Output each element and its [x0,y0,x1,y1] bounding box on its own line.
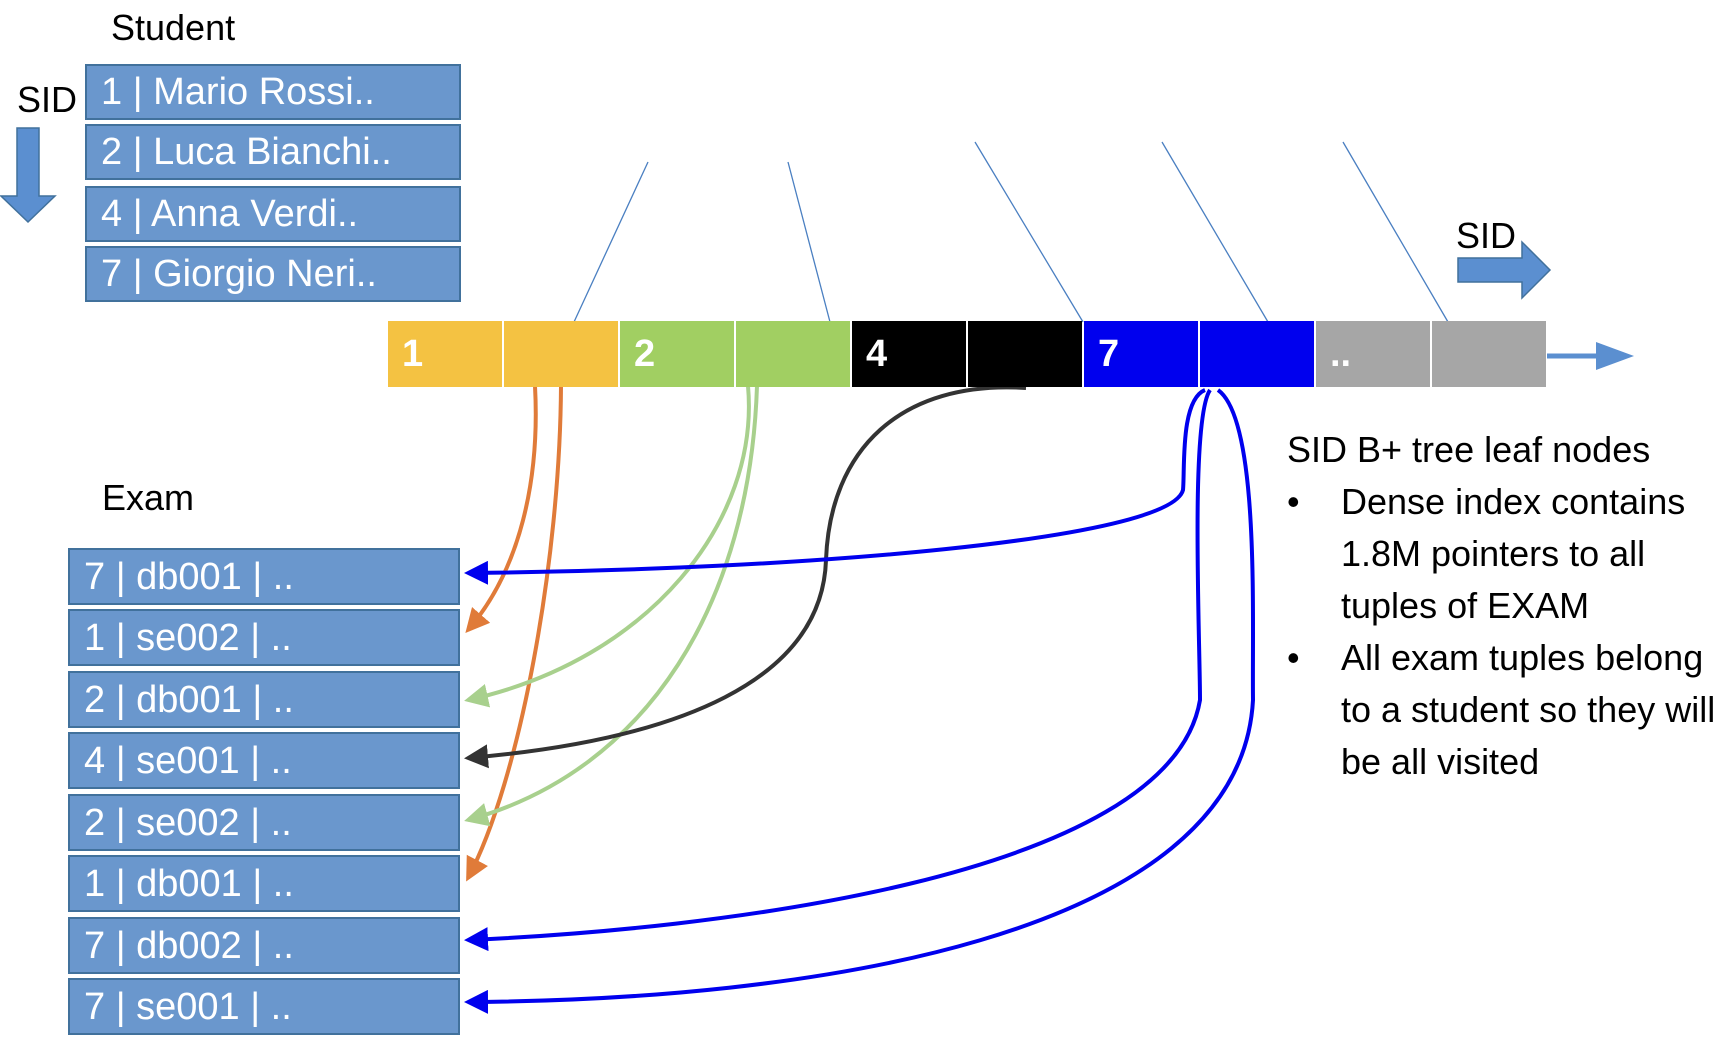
leaf-entry [968,321,1082,387]
student-row: 4 | Anna Verdi.. [85,186,461,242]
student-row: 7 | Giorgio Neri.. [85,246,461,302]
pointers-sid-4 [464,385,1027,769]
pointer-arrow [464,388,1256,1014]
notes-list: • Dense index contains 1.8M pointers to … [1287,476,1717,788]
notes-item-text: Dense index contains 1.8M pointers to al… [1341,481,1686,626]
student-row: 2 | Luca Bianchi.. [85,124,461,180]
exam-title: Exam [102,477,195,518]
exam-row: 7 | db002 | .. [68,917,460,974]
parent-link [1161,141,1269,323]
leaf-entry: 2 [620,321,734,387]
student-row: 1 | Mario Rossi.. [85,64,461,120]
leaf-entry: 4 [852,321,966,387]
right-arrow-icon [1457,240,1552,300]
next-leaf-arrow [1547,342,1634,370]
student-title: Student [111,7,236,48]
exam-row: 1 | db001 | .. [68,855,460,912]
down-arrow-icon [0,127,57,224]
exam-row: 4 | se001 | .. [68,732,460,789]
parent-link [573,161,649,323]
exam-row: 1 | se002 | .. [68,609,460,666]
pointers-sid-2 [464,385,759,827]
bullet-icon: • [1287,481,1300,522]
leaf-entry [504,321,618,387]
notes-item: • Dense index contains 1.8M pointers to … [1287,476,1717,632]
parent-link [974,141,1084,323]
pointer-arrow [465,385,538,634]
student-sid-label: SID [17,79,78,120]
leaf-entry [1200,321,1314,387]
pointer-arrow [464,388,1212,952]
pointers-sid-7 [464,388,1256,1014]
parent-link [787,161,831,323]
leaf-entry: .. [1316,321,1430,387]
pointer-arrow [466,385,563,882]
bullet-icon: • [1287,637,1300,678]
leaf-entry: 1 [388,321,502,387]
pointer-arrow [464,388,1207,585]
pointer-arrow [464,385,1027,769]
pointers-sid-1 [465,385,563,882]
parent-links [573,141,1449,323]
exam-row: 2 | se002 | .. [68,794,460,851]
exam-row: 7 | db001 | .. [68,548,460,605]
leaf-entry [736,321,850,387]
exam-row: 7 | se001 | .. [68,978,460,1035]
pointer-arrow [464,385,759,827]
leaf-entry [1432,321,1546,387]
leaf-entry: 7 [1084,321,1198,387]
notes-item: • All exam tuples belong to a student so… [1287,632,1717,788]
parent-link [1342,141,1449,323]
notes-panel: SID B+ tree leaf nodes • Dense index con… [1287,424,1717,788]
pointer-arrow [464,385,751,708]
notes-title: SID B+ tree leaf nodes [1287,429,1651,470]
exam-row: 2 | db001 | .. [68,671,460,728]
leaf-sid-label: SID [1456,215,1517,256]
notes-item-text: All exam tuples belong to a student so t… [1341,637,1716,782]
